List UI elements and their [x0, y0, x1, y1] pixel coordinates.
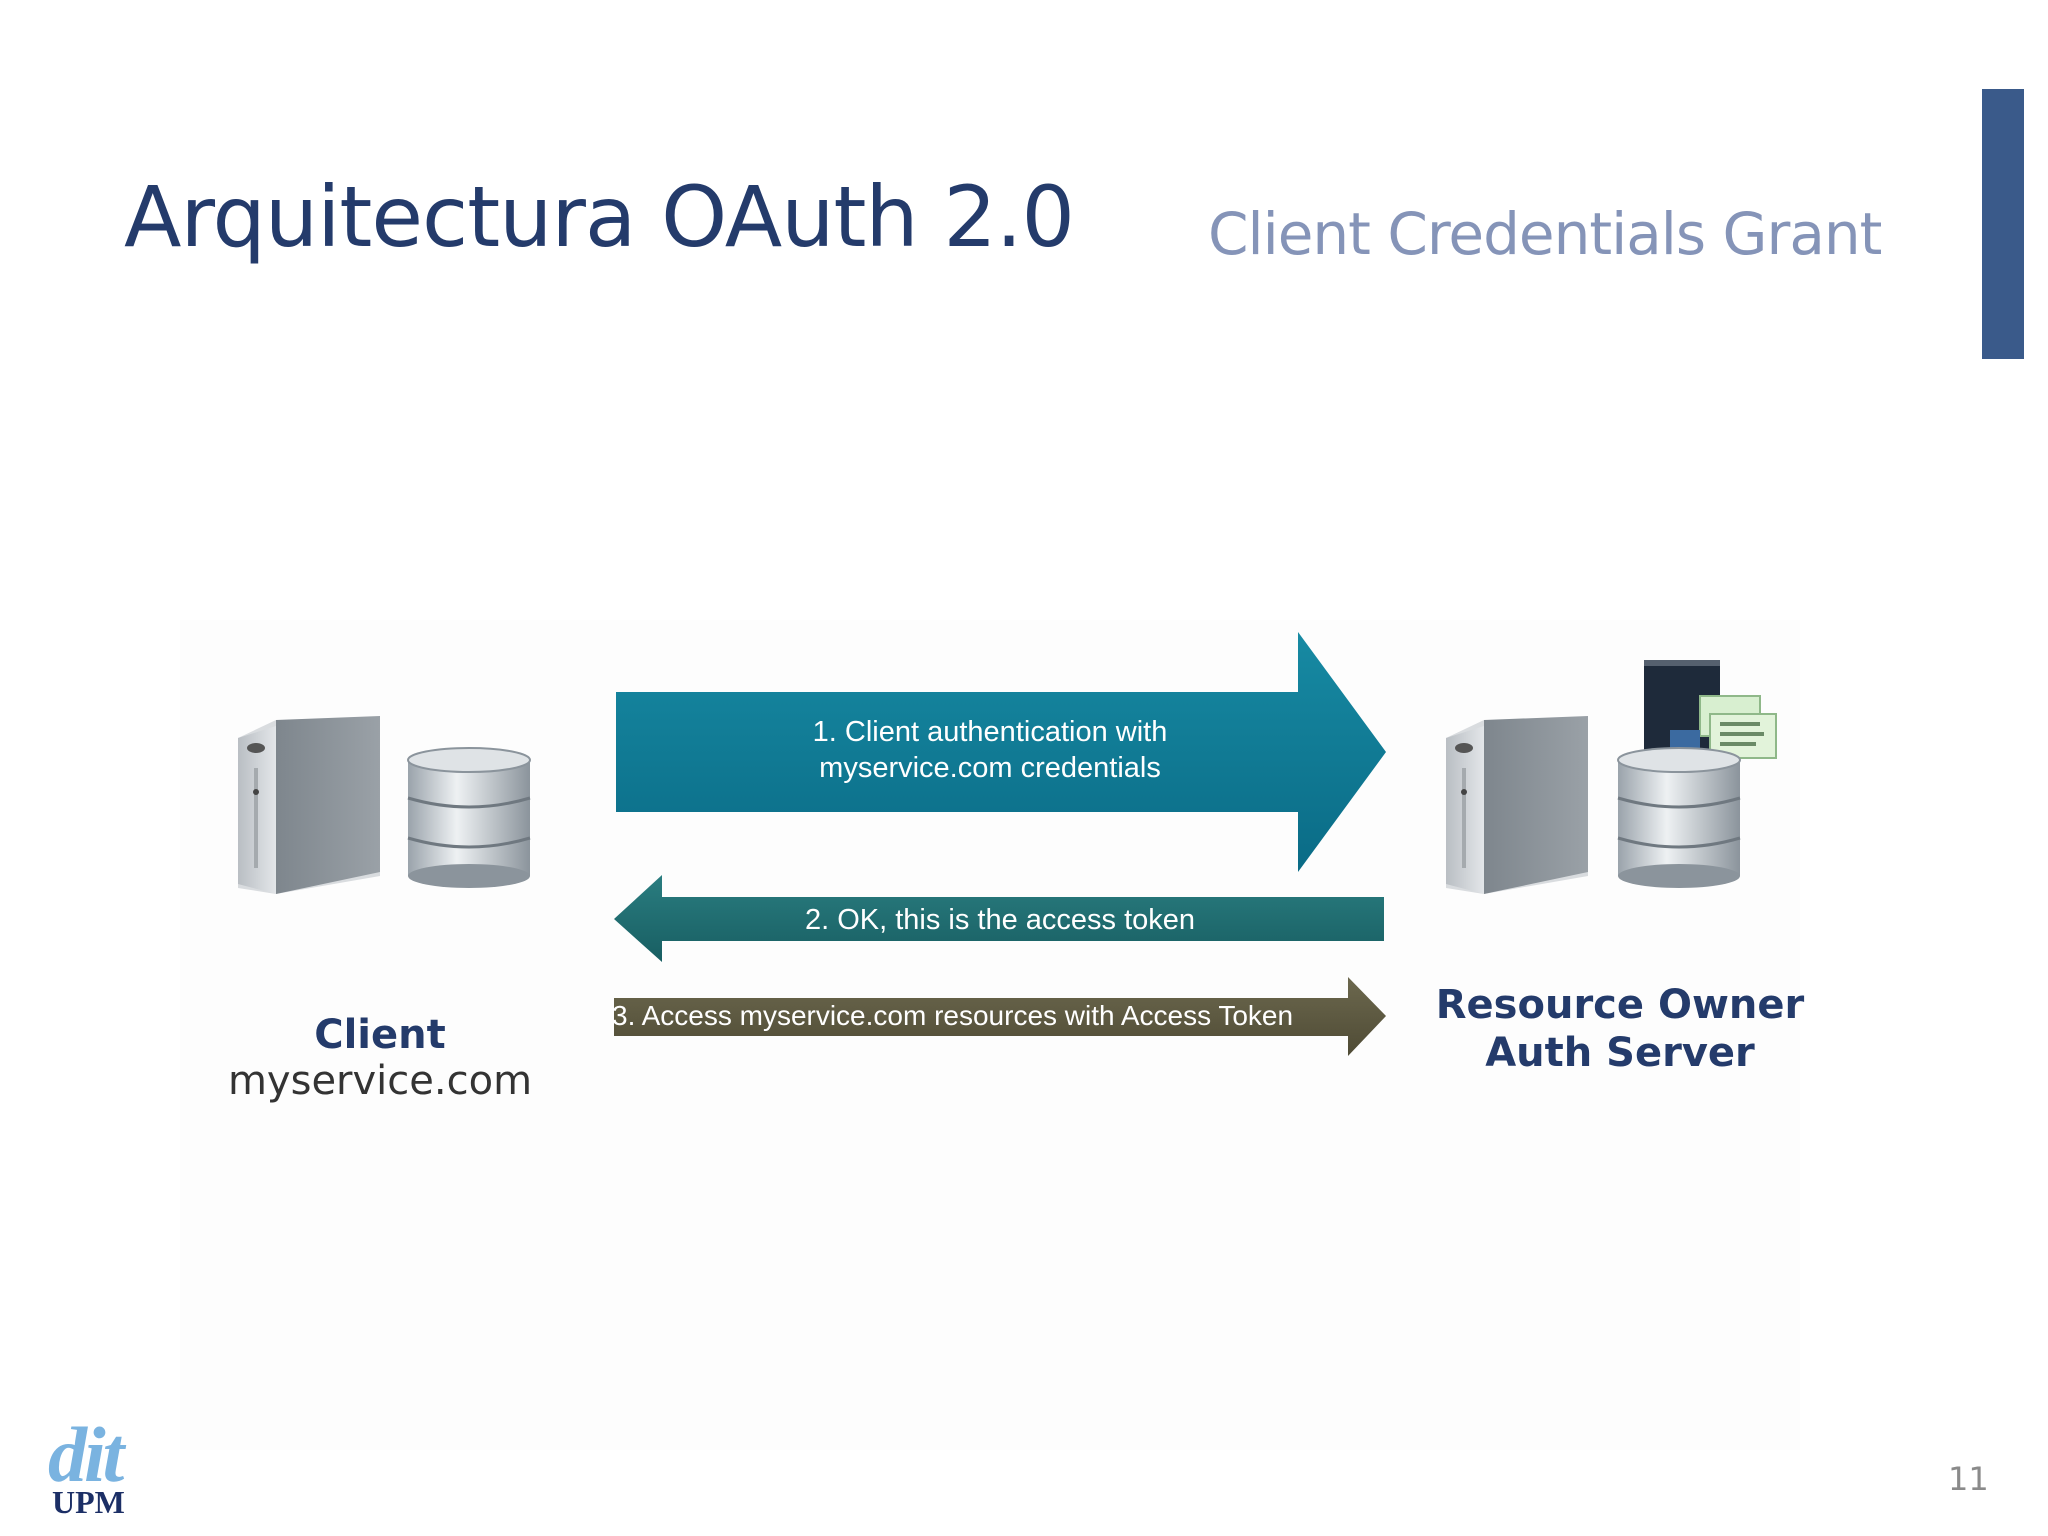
- server-tower-icon: [238, 716, 380, 894]
- client-host: myservice.com: [227, 1058, 533, 1104]
- arrow-access-resources: [614, 977, 1386, 1056]
- page-number: 11: [1948, 1460, 1989, 1498]
- accent-bar: [1982, 89, 2024, 359]
- slide-title: Arquitectura OAuth 2.0: [124, 168, 1075, 266]
- auth-server-label: Auth Server: [1485, 1030, 1755, 1076]
- arrow-access-resources-label: 3. Access myservice.com resources with A…: [612, 1000, 1294, 1031]
- arrow-client-auth-line2: myservice.com credentials: [819, 752, 1161, 784]
- auth-database-icon: [1617, 747, 1741, 888]
- arrow-client-auth-line1: 1. Client authentication with: [812, 716, 1168, 748]
- arrow-client-auth-label: 1. Client authentication with myservice.…: [640, 714, 1340, 786]
- logo-upm-text: UPM: [52, 1484, 125, 1520]
- arrow-access-token-label: 2. OK, this is the access token: [804, 904, 1196, 936]
- database-icon: [407, 747, 531, 888]
- arrow-client-auth: [616, 632, 1386, 872]
- logo-dit-text: dit: [48, 1411, 124, 1498]
- resource-owner-label: Resource Owner: [1435, 982, 1805, 1028]
- client-name: Client: [314, 1012, 446, 1058]
- auth-server-tower-icon: [1446, 716, 1588, 894]
- dit-upm-logo: dit UPM: [48, 1411, 158, 1526]
- arrow-access-token: [614, 875, 1384, 962]
- slide-subtitle: Client Credentials Grant: [1208, 200, 1882, 268]
